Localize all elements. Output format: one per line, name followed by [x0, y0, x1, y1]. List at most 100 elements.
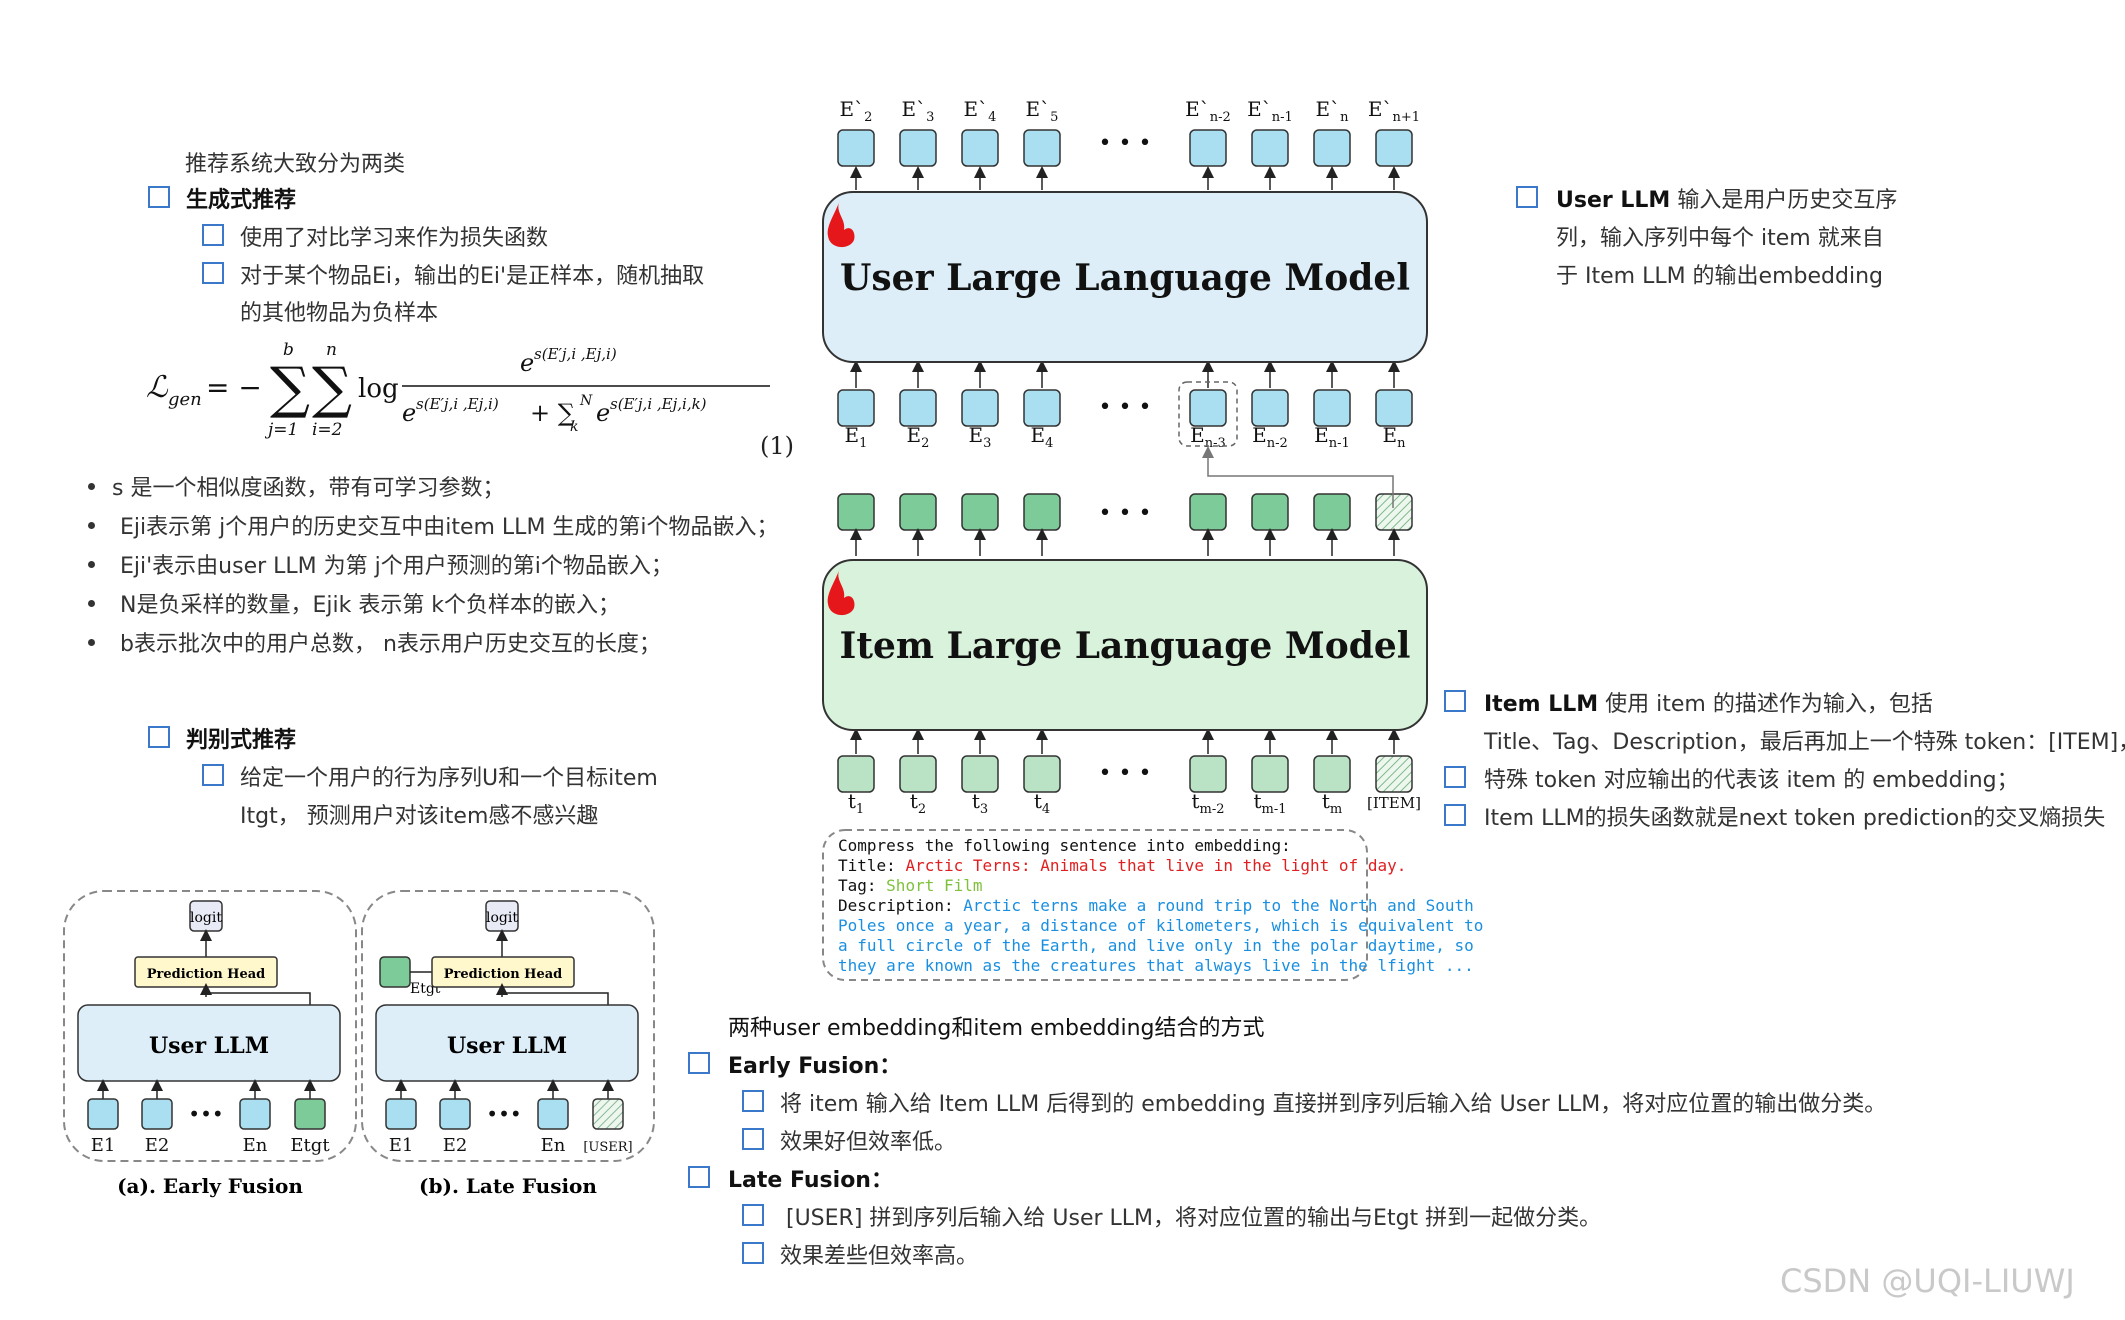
- text-token-label: t1: [848, 789, 864, 817]
- gen-item-checkbox[interactable]: [202, 262, 224, 284]
- prompt-title-label: Title:: [838, 856, 906, 875]
- output-token-label: E`n-2: [1185, 97, 1231, 125]
- early-checkbox[interactable]: [688, 1052, 710, 1074]
- user-llm-desc: User LLM 输入是用户历史交互序: [1556, 182, 1897, 214]
- output-token-label: E`4: [964, 97, 997, 125]
- user-input-token: [1313, 389, 1351, 427]
- item-llm-bold: Item LLM: [1484, 692, 1599, 717]
- user-input-token-label: E2: [907, 423, 930, 451]
- user-input-token: [837, 389, 875, 427]
- prompt-tag-line: Tag: Short Film: [838, 876, 1358, 896]
- output-token: [961, 129, 999, 167]
- disc-item-checkbox[interactable]: [202, 764, 224, 786]
- item-llm-line: Item LLM的损失函数就是next token prediction的交叉熵…: [1484, 806, 2106, 831]
- bullet-item: b表示批次中的用户总数， n表示用户历史交互的长度；: [120, 632, 661, 657]
- user-input-token: [899, 389, 937, 427]
- dots: •••: [188, 1102, 223, 1126]
- late-checkbox[interactable]: [688, 1166, 710, 1188]
- user-llm-checkbox[interactable]: [1516, 186, 1538, 208]
- gen-item: 对于某个物品Ei，输出的Ei'是正样本，随机抽取: [240, 264, 705, 289]
- item-output-token: [1023, 493, 1061, 531]
- item-output-token: [1375, 493, 1413, 531]
- disc-checkbox[interactable]: [148, 726, 170, 748]
- prompt-tag-value: Short Film: [886, 876, 983, 895]
- svg-text:ℒ: ℒ: [146, 370, 169, 405]
- bullet-dot: [88, 522, 95, 529]
- svg-text:∑: ∑: [270, 356, 310, 421]
- early-item: 将 item 输入给 Item LLM 后得到的 embedding 直接拼到序…: [780, 1092, 1887, 1117]
- user-model-title: User Large Language Model: [840, 257, 1410, 299]
- dots: • • •: [1099, 501, 1152, 526]
- output-token: [1189, 129, 1227, 167]
- output-token: [1023, 129, 1061, 167]
- svg-text:log: log: [358, 374, 399, 404]
- item-output-token: [1251, 493, 1289, 531]
- item-output-token: [899, 493, 937, 531]
- bullet-dot: [88, 639, 95, 646]
- output-token-label: E`n-1: [1247, 97, 1293, 125]
- text-token-label: tm-1: [1253, 789, 1286, 817]
- user-input-token-label: En: [1383, 423, 1407, 451]
- svg-text:e: e: [520, 349, 534, 377]
- svg-text:s(E′j,i ,Ej,i,k): s(E′j,i ,Ej,i,k): [610, 395, 707, 413]
- text-token-label: [ITEM]: [1367, 794, 1421, 812]
- user-llm-label: User LLM: [149, 1033, 269, 1059]
- gen-checkbox[interactable]: [148, 186, 170, 208]
- caption-late: (b). Late Fusion: [419, 1174, 597, 1198]
- fusion-heading: 两种user embedding和item embedding结合的方式: [728, 1016, 1265, 1041]
- user-input-token: [1189, 389, 1227, 427]
- late-item: [USER] 拼到序列后输入给 User LLM，将对应位置的输出与Etgt 拼…: [786, 1206, 1602, 1231]
- dots: • • •: [1099, 761, 1152, 786]
- input-label: En: [541, 1135, 566, 1156]
- bullet-dot: [88, 483, 95, 490]
- output-token-label: E`3: [902, 97, 935, 125]
- svg-text:gen: gen: [168, 389, 202, 410]
- caption-early: (a). Early Fusion: [117, 1174, 303, 1198]
- text-token: [837, 755, 875, 793]
- equation-number: (1): [760, 432, 794, 460]
- prompt-text: Compress the following sentence into emb…: [838, 836, 1483, 976]
- text-token: [1023, 755, 1061, 793]
- input-label: E2: [443, 1135, 468, 1156]
- prompt-desc-line: they are known as the creatures that alw…: [838, 956, 1474, 975]
- svg-text:n: n: [326, 340, 337, 360]
- dots: • • •: [1099, 131, 1152, 156]
- input-label: En: [243, 1135, 268, 1156]
- logit-label: logit: [190, 910, 222, 926]
- item-llm-checkbox[interactable]: [1444, 766, 1466, 788]
- text-token: [899, 755, 937, 793]
- gen-item-checkbox[interactable]: [202, 224, 224, 246]
- gen-item-cont: 的其他物品为负样本: [240, 301, 439, 326]
- early-item-checkbox[interactable]: [742, 1128, 764, 1150]
- svg-text:+ ∑: + ∑: [530, 399, 575, 427]
- prompt-desc-line: a full circle of the Earth, and live onl…: [838, 936, 1474, 955]
- watermark: CSDN @UQI-LIUWJ: [1780, 1262, 2075, 1300]
- prompt-box: [822, 829, 1368, 981]
- logit-label: logit: [486, 910, 518, 926]
- user-input-token: [961, 389, 999, 427]
- svg-text:j=1: j=1: [264, 420, 298, 440]
- gen-item: 使用了对比学习来作为损失函数: [240, 226, 549, 251]
- user-input-token-label: En-1: [1314, 423, 1350, 451]
- prompt-line: Compress the following sentence into emb…: [838, 836, 1291, 855]
- output-token-label: E`5: [1026, 97, 1059, 125]
- dots: •••: [486, 1102, 521, 1126]
- early-item-checkbox[interactable]: [742, 1090, 764, 1112]
- item-llm-checkbox[interactable]: [1444, 690, 1466, 712]
- item-llm-checkbox[interactable]: [1444, 804, 1466, 826]
- item-llm-line: 特殊 token 对应输出的代表该 item 的 embedding；: [1484, 768, 2019, 793]
- user-llm-line: 于 Item LLM 的输出embedding: [1556, 264, 1883, 289]
- text-token-label: tm: [1322, 789, 1342, 817]
- late-item-checkbox[interactable]: [742, 1242, 764, 1264]
- prediction-head-label: Prediction Head: [147, 967, 266, 982]
- late-heading: Late Fusion：: [728, 1168, 893, 1193]
- user-llm-bold: User LLM: [1556, 188, 1671, 213]
- text-token: [961, 755, 999, 793]
- late-item-checkbox[interactable]: [742, 1204, 764, 1226]
- prompt-tag-label: Tag:: [838, 876, 887, 895]
- disc-item-cont: Itgt， 预测用户对该item感不感兴趣: [240, 804, 599, 829]
- text-token: [1375, 755, 1413, 793]
- bullet-item: s 是一个相似度函数，带有可学习参数；: [112, 476, 505, 501]
- user-input-token: [1023, 389, 1061, 427]
- svg-text:k: k: [570, 419, 578, 435]
